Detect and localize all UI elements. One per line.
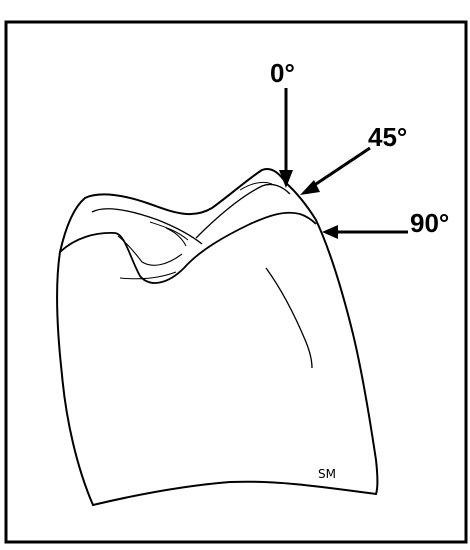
arrow-45-degree-shaft bbox=[310, 148, 370, 188]
angle-label-0: 0° bbox=[270, 58, 295, 88]
arrow-90-degree-head bbox=[322, 225, 338, 239]
angle-label-90: 90° bbox=[410, 208, 449, 238]
tooth-outline bbox=[57, 169, 377, 505]
artist-signature: SM bbox=[318, 467, 336, 481]
angle-label-45: 45° bbox=[368, 122, 407, 152]
